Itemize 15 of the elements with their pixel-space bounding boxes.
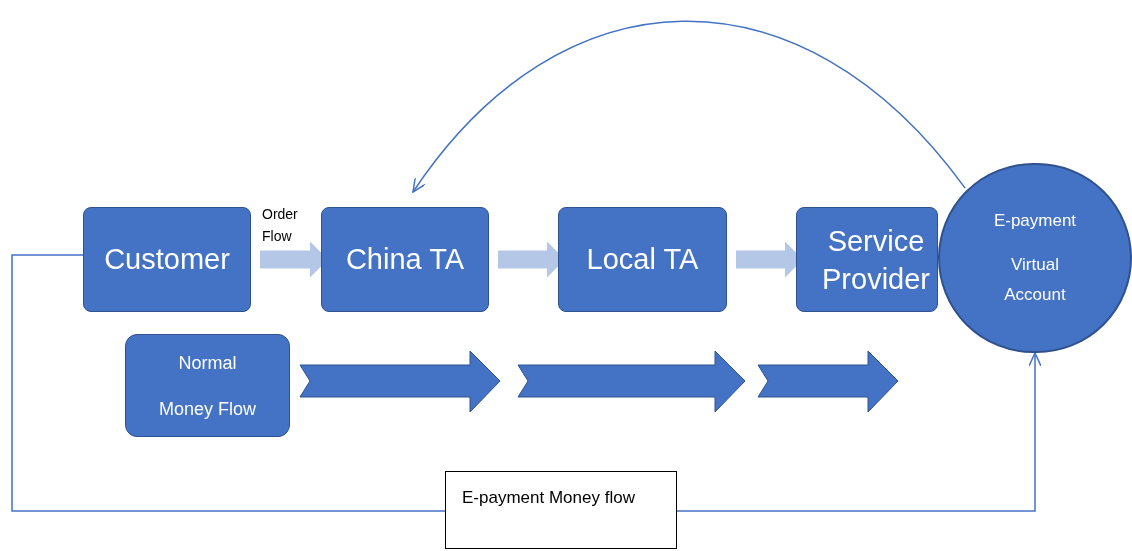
edge-label: Order Flow (262, 205, 299, 246)
node-text: E-payment (992, 210, 1078, 232)
process-box (83, 207, 251, 312)
node-text: Local TA (586, 242, 699, 278)
node-text: Customer (104, 242, 230, 278)
node-text: Virtual Account (1003, 254, 1067, 306)
edge-label: E-payment Money flow (445, 471, 677, 549)
process-box (796, 207, 938, 312)
node-text: Service Provider (821, 223, 931, 297)
node-text: Normal Money Flow (158, 351, 257, 421)
process-box (321, 207, 489, 312)
node-text: China TA (345, 242, 465, 278)
connector-arrow (412, 20, 966, 193)
process-box (558, 207, 727, 312)
process-box (125, 334, 290, 437)
